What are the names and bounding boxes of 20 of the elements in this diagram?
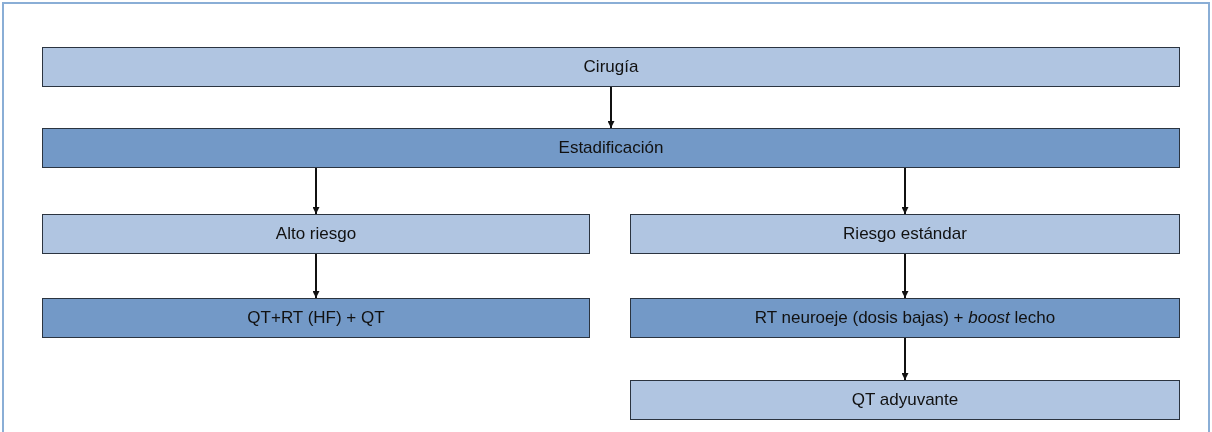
process-box bbox=[630, 380, 1180, 420]
arrow bbox=[312, 167, 320, 215]
process-box bbox=[630, 214, 1180, 254]
box-label: QT+RT (HF) + QT bbox=[247, 308, 385, 328]
process-box bbox=[42, 128, 1180, 168]
box-label: Estadificación bbox=[558, 138, 664, 158]
arrow bbox=[901, 337, 909, 381]
arrow bbox=[901, 253, 909, 299]
process-box bbox=[42, 47, 1180, 87]
box-label: Riesgo estándar bbox=[843, 224, 967, 244]
box-label: Cirugía bbox=[583, 57, 639, 77]
box-label: QT adyuvante bbox=[851, 390, 959, 410]
box-label: RT neuroeje (dosis bajas) + boost lecho bbox=[754, 308, 1056, 328]
process-box bbox=[42, 214, 590, 254]
arrow bbox=[607, 86, 615, 129]
arrow bbox=[901, 167, 909, 215]
box-label: Alto riesgo bbox=[275, 224, 357, 244]
arrow bbox=[312, 253, 320, 299]
process-box bbox=[630, 298, 1180, 338]
process-box bbox=[42, 298, 590, 338]
